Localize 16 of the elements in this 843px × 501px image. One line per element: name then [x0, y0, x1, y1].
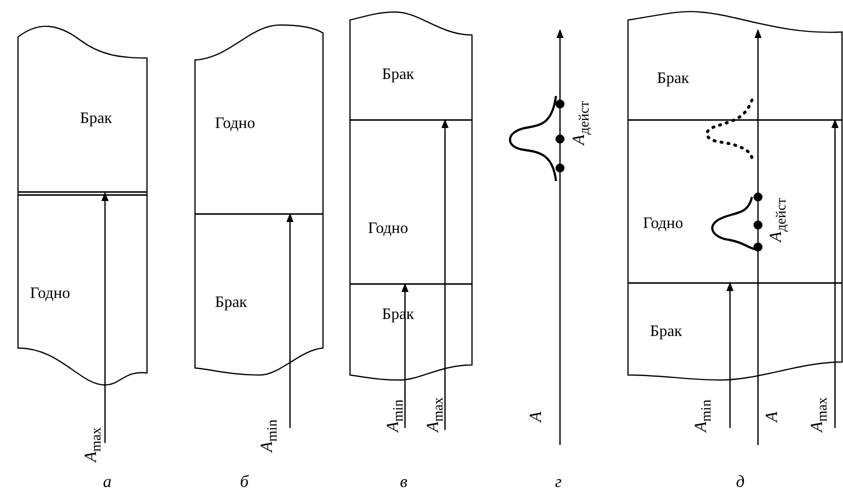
zone-label: Годно	[215, 115, 256, 133]
panel-letter: д	[736, 472, 745, 492]
zone-label: Брак	[657, 70, 690, 88]
zone-label: Брак	[382, 66, 414, 84]
zone-label: Годно	[30, 285, 70, 303]
zone-label: Брак	[650, 323, 682, 341]
zone-label: Брак	[80, 110, 112, 128]
dimension-symbol: A	[527, 412, 544, 422]
dimension-symbol: A	[763, 412, 780, 422]
zone-label: Годно	[368, 220, 408, 238]
zone-label: Брак	[215, 294, 248, 312]
panel-letter: б	[240, 472, 249, 492]
panel-letter: г	[555, 472, 562, 492]
panel-letter: в	[400, 472, 408, 492]
panel-letter: а	[103, 472, 112, 492]
zone-label: Годно	[643, 215, 684, 233]
